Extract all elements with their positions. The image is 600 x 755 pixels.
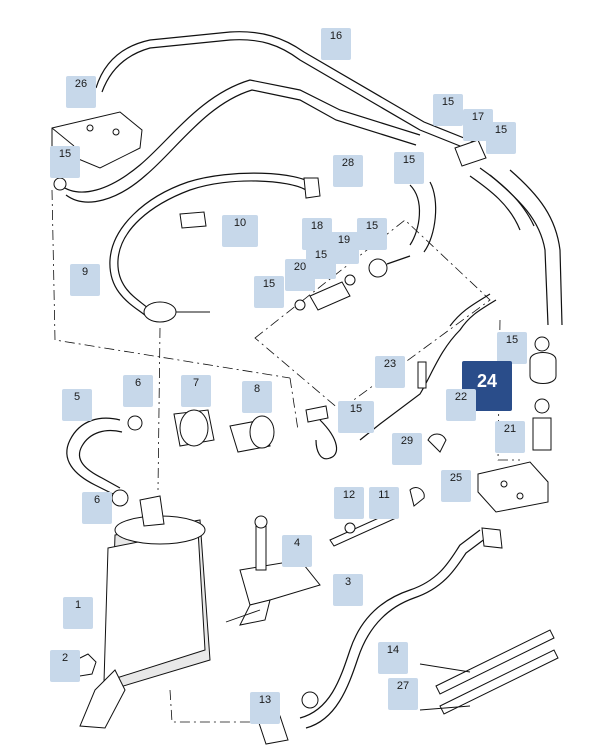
callout-18[interactable]: 18: [302, 218, 332, 250]
callout-2[interactable]: 2: [50, 650, 80, 682]
clamp-15-left: [53, 177, 67, 191]
callout-3-label: 3: [344, 576, 352, 588]
callout-6-lower[interactable]: 6: [82, 492, 112, 524]
callout-27-label: 27: [396, 680, 410, 692]
callout-5[interactable]: 5: [62, 389, 92, 421]
callout-15-a-label: 15: [58, 148, 72, 160]
callout-16[interactable]: 16: [321, 28, 351, 60]
callout-28[interactable]: 28: [333, 155, 363, 187]
callout-15-c[interactable]: 15: [486, 122, 516, 154]
callout-12-label: 12: [342, 489, 356, 501]
callout-28-label: 28: [341, 157, 355, 169]
bolt-4: [255, 523, 267, 571]
callout-3[interactable]: 3: [333, 574, 363, 606]
callout-2-label: 2: [61, 652, 69, 664]
callout-15-i[interactable]: 15: [338, 401, 374, 433]
clamp-29: [427, 433, 447, 453]
callout-18-label: 18: [310, 220, 324, 232]
callout-6-lower-label: 6: [93, 494, 101, 506]
callout-6-upper[interactable]: 6: [123, 375, 153, 407]
callout-20[interactable]: 20: [285, 259, 315, 291]
callout-6-upper-label: 6: [134, 377, 142, 389]
callout-8-label: 8: [253, 383, 261, 395]
callout-15-e-label: 15: [365, 220, 379, 232]
strap-27-upper: [435, 629, 555, 695]
callout-26-label: 26: [74, 78, 88, 90]
hose-28: [59, 79, 421, 193]
callout-15-b[interactable]: 15: [433, 94, 463, 126]
callout-4-label: 4: [293, 537, 301, 549]
callout-25[interactable]: 25: [441, 470, 471, 502]
callout-15-d[interactable]: 15: [394, 152, 424, 184]
clip-13: [301, 691, 319, 709]
callout-20-label: 20: [293, 261, 307, 273]
callout-19-label: 19: [337, 234, 351, 246]
callout-15-g[interactable]: 15: [254, 276, 284, 308]
callout-22-label: 22: [454, 391, 468, 403]
hose-5: [66, 417, 121, 496]
hose-14: [299, 529, 481, 719]
callout-1-label: 1: [74, 599, 82, 611]
callout-21-label: 21: [503, 423, 517, 435]
callout-29-label: 29: [400, 435, 414, 447]
strap-27-lower: [439, 649, 559, 715]
callout-12[interactable]: 12: [334, 487, 364, 519]
callout-15-f-label: 15: [314, 249, 328, 261]
callout-26[interactable]: 26: [66, 76, 96, 108]
callout-23[interactable]: 23: [375, 356, 405, 388]
callout-15-e[interactable]: 15: [357, 218, 387, 250]
callout-14[interactable]: 14: [378, 642, 408, 674]
callout-5-label: 5: [73, 391, 81, 403]
valve-9: [143, 301, 177, 323]
callout-8[interactable]: 8: [242, 381, 272, 413]
callout-22[interactable]: 22: [446, 389, 476, 421]
callout-7[interactable]: 7: [181, 375, 211, 407]
callout-15-d-label: 15: [402, 154, 416, 166]
pipe-21: [532, 417, 552, 451]
callout-15-b-label: 15: [441, 96, 455, 108]
callout-15-g-label: 15: [262, 278, 276, 290]
hose-16: [101, 39, 471, 151]
callout-16-label: 16: [329, 30, 343, 42]
callout-24-label: 24: [476, 371, 498, 391]
clamp-6-upper: [127, 415, 143, 431]
callout-17-label: 17: [471, 111, 485, 123]
connector-10: [179, 211, 207, 229]
callout-10-label: 10: [233, 217, 247, 229]
callout-9-label: 9: [81, 266, 89, 278]
callout-25-label: 25: [449, 472, 463, 484]
check-valve-19: [368, 258, 388, 278]
callout-21[interactable]: 21: [495, 421, 525, 453]
callout-9[interactable]: 9: [70, 264, 100, 296]
callout-10[interactable]: 10: [222, 215, 258, 247]
callout-13-label: 13: [258, 694, 272, 706]
callout-11-label: 11: [378, 489, 390, 501]
clip-11: [409, 487, 425, 507]
callout-29[interactable]: 29: [392, 433, 422, 465]
pipe-20: [309, 281, 351, 311]
callout-13[interactable]: 13: [250, 692, 280, 724]
callout-15-h-label: 15: [505, 334, 519, 346]
callout-15-i-label: 15: [349, 403, 363, 415]
callout-15-h[interactable]: 15: [497, 332, 527, 364]
callout-1[interactable]: 1: [63, 597, 93, 629]
callout-15-c-label: 15: [494, 124, 508, 136]
hose-9: [117, 180, 307, 311]
bolt-23: [417, 361, 427, 389]
callout-4[interactable]: 4: [282, 535, 312, 567]
callout-14-label: 14: [386, 644, 400, 656]
callout-15-a[interactable]: 15: [50, 146, 80, 178]
callout-27[interactable]: 27: [388, 678, 418, 710]
callout-7-label: 7: [192, 377, 200, 389]
bracket-25: [477, 461, 549, 513]
callout-11[interactable]: 11: [369, 487, 399, 519]
tee-17: [454, 139, 487, 167]
valve-22: [529, 352, 557, 384]
callout-23-label: 23: [383, 358, 397, 370]
